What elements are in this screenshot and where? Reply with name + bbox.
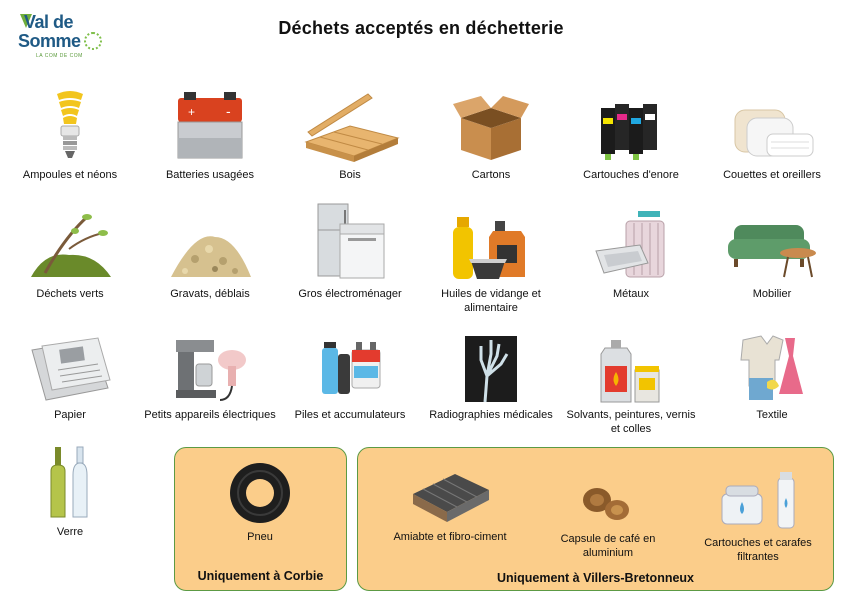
item-amiante: Amiabte et fibro-ciment — [372, 464, 528, 544]
item-capsules: Capsule de café en aluminium — [548, 470, 668, 560]
item-label: Papier — [54, 409, 86, 421]
item-gros-electromenager: Gros électroménager — [283, 200, 417, 301]
logo-mark-icon — [20, 14, 32, 28]
logo: Val de Somme LA COM DE COM — [14, 12, 106, 62]
coffee-capsules-icon — [583, 488, 629, 520]
item-papier: Papier — [3, 330, 137, 422]
item-label: Bois — [339, 169, 361, 181]
item-label: Petits appareils électriques — [144, 409, 276, 421]
asbestos-sheets-icon — [413, 474, 489, 522]
item-label: Pneu — [247, 531, 273, 543]
car-battery-icon: + - — [177, 92, 243, 159]
rubble-icon — [171, 236, 251, 277]
tire-icon — [230, 463, 290, 523]
item-petits-appareils: Petits appareils électriques — [143, 330, 277, 422]
item-verre: Verre — [3, 445, 137, 539]
item-metaux: Métaux — [564, 207, 698, 301]
item-label: Mobilier — [752, 288, 792, 300]
item-solvants: Solvants, peintures, vernis et colles — [564, 330, 698, 436]
item-label: Verre — [56, 526, 84, 538]
logo-line2: Somme — [18, 31, 81, 51]
sofa-table-icon — [728, 225, 816, 278]
item-label: Gravats, déblais — [170, 288, 250, 300]
item-label: Amiabte et fibro-ciment — [393, 531, 507, 543]
lightbulb-icon — [57, 91, 83, 158]
metal-sink-icon — [595, 211, 665, 278]
item-label: Cartons — [471, 169, 511, 181]
green-waste-icon — [31, 214, 111, 277]
item-label: Cartouches d'enore — [583, 169, 679, 181]
item-gravats: Gravats, déblais — [143, 207, 277, 301]
newspaper-icon — [31, 337, 111, 401]
item-cartouches: Cartouches d'enore — [564, 88, 698, 182]
item-huiles: Huiles de vidange et alimentaire — [424, 207, 558, 315]
item-ampoules: Ampoules et néons — [3, 88, 137, 182]
item-label: Couettes et oreillers — [723, 169, 821, 181]
item-label: Gros électroménager — [298, 288, 402, 300]
xray-icon — [465, 336, 517, 403]
corbie-box-title: Uniquement à Corbie — [197, 569, 324, 583]
item-label: Cartouches et carafes filtrantes — [704, 537, 812, 563]
item-textile: Textile — [705, 330, 839, 422]
item-label: Solvants, peintures, vernis et colles — [566, 409, 696, 435]
item-label: Radiographies médicales — [429, 409, 553, 421]
item-label: Huiles de vidange et alimentaire — [441, 288, 541, 314]
svg-text:+: + — [188, 105, 195, 119]
item-radiographies: Radiographies médicales — [424, 330, 558, 422]
item-label: Batteries usagées — [165, 169, 255, 181]
item-label: Capsule de café en aluminium — [560, 533, 656, 559]
item-bois: Bois — [283, 88, 417, 182]
batteries-icon — [322, 342, 381, 394]
item-label: Ampoules et néons — [22, 169, 118, 181]
svg-text:-: - — [226, 103, 231, 119]
item-label: Piles et accumulateurs — [294, 409, 406, 421]
logo-line1: Val de — [24, 12, 74, 32]
item-pneu: Pneu — [193, 458, 327, 544]
item-label: Textile — [756, 409, 788, 421]
item-filtres: Cartouches et carafes filtrantes — [688, 464, 828, 564]
small-appliances-icon — [176, 340, 246, 401]
oil-cans-icon — [453, 217, 525, 279]
item-piles: Piles et accumulateurs — [283, 330, 417, 422]
page-title: Déchets acceptés en déchetterie — [278, 18, 564, 38]
item-couettes: Couettes et oreillers — [705, 88, 839, 182]
clothes-icon — [740, 335, 803, 400]
item-batteries: + - Batteries usagées — [143, 88, 277, 182]
logo-tagline: LA COM DE COM — [36, 53, 83, 59]
villers-box: Amiabte et fibro-ciment Capsule de café … — [357, 447, 834, 591]
villers-box-title: Uniquement à Villers-Bretonneux — [496, 571, 695, 585]
appliances-icon — [317, 203, 385, 279]
ink-cartridges-icon — [601, 104, 657, 160]
item-dechets-verts: Déchets verts — [3, 207, 137, 301]
cardboard-box-icon — [453, 96, 529, 160]
glass-bottles-icon — [50, 446, 88, 518]
water-filter-icon — [721, 472, 795, 529]
wood-pallet-icon — [304, 93, 400, 162]
solvent-cans-icon — [600, 340, 660, 403]
item-cartons: Cartons — [424, 88, 558, 182]
corbie-box: Pneu Uniquement à Corbie — [174, 447, 347, 591]
item-mobilier: Mobilier — [705, 207, 839, 301]
pillows-icon — [734, 109, 814, 157]
item-label: Métaux — [612, 288, 650, 300]
logo-dots-icon — [84, 32, 102, 50]
item-label: Déchets verts — [36, 288, 104, 300]
